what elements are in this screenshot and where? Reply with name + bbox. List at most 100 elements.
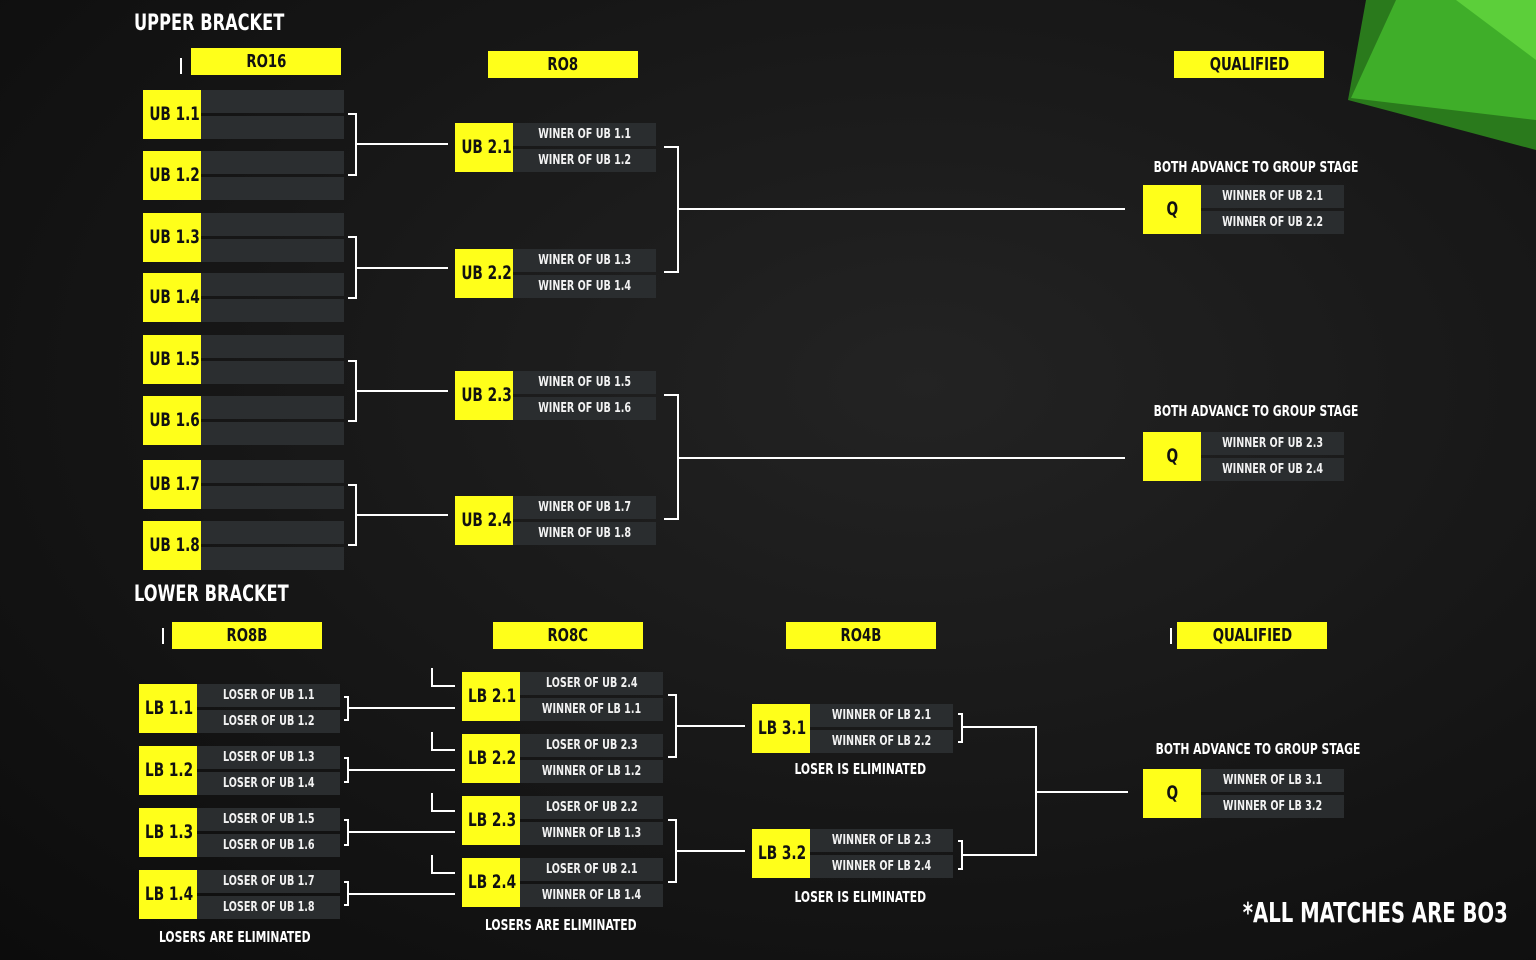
team-slot: [201, 422, 344, 445]
match-id: UB 1.4: [143, 273, 201, 322]
team-slot: WINNER OF LB 2.2: [810, 730, 953, 753]
team-slot: [201, 90, 344, 113]
footnote-bo3: *ALL MATCHES ARE BO3: [1242, 896, 1508, 929]
team-slot: [201, 396, 344, 419]
match-id: UB 1.8: [143, 521, 201, 570]
team-slot: WINNER OF LB 2.1: [810, 704, 953, 727]
team-slot: [201, 460, 344, 483]
header-ro4b: RO4B: [786, 622, 936, 649]
match-lb-2-3[interactable]: LB 2.3 LOSER OF UB 2.2 WINNER OF LB 1.3: [462, 796, 663, 845]
team-slot: WINER OF UB 1.8: [513, 522, 656, 545]
header-qualified-upper: QUALIFIED: [1174, 51, 1324, 78]
match-id: UB 2.4: [455, 496, 513, 545]
match-id: LB 3.2: [752, 829, 810, 878]
match-ub-1-3[interactable]: UB 1.3: [143, 213, 344, 262]
match-id: UB 1.5: [143, 335, 201, 384]
eliminated-caption: LOSERS ARE ELIMINATED: [484, 916, 637, 934]
team-slot: LOSER OF UB 1.6: [197, 834, 340, 857]
team-slot: WINNER OF UB 2.2: [1201, 211, 1344, 234]
match-id: UB 1.7: [143, 460, 201, 509]
match-lb-1-4[interactable]: LB 1.4 LOSER OF UB 1.7 LOSER OF UB 1.8: [139, 870, 340, 919]
match-id: UB 2.1: [455, 123, 513, 172]
upper-bracket-title: UPPER BRACKET: [134, 11, 285, 36]
match-id: UB 1.6: [143, 396, 201, 445]
header-ro16: RO16: [191, 48, 341, 75]
team-slot: LOSER OF UB 1.2: [197, 710, 340, 733]
match-id: UB 1.2: [143, 151, 201, 200]
team-slot: WINNER OF LB 3.2: [1201, 795, 1344, 818]
match-ub-1-5[interactable]: UB 1.5: [143, 335, 344, 384]
header-ro8: RO8: [488, 51, 638, 78]
qualified-ub-slot-2[interactable]: Q WINNER OF UB 2.3 WINNER OF UB 2.4: [1143, 432, 1344, 481]
match-id: LB 2.4: [462, 858, 520, 907]
team-slot: WINER OF UB 1.2: [513, 149, 656, 172]
match-ub-2-2[interactable]: UB 2.2 WINER OF UB 1.3 WINER OF UB 1.4: [455, 249, 656, 298]
team-slot: WINER OF UB 1.6: [513, 397, 656, 420]
match-id: LB 2.2: [462, 734, 520, 783]
match-id: LB 3.1: [752, 704, 810, 753]
qualified-caption: BOTH ADVANCE TO GROUP STAGE: [1153, 402, 1359, 420]
match-ub-1-1[interactable]: UB 1.1: [143, 90, 344, 139]
match-id: UB 1.1: [143, 90, 201, 139]
team-slot: LOSER OF UB 2.1: [520, 858, 663, 881]
eliminated-caption: LOSER IS ELIMINATED: [794, 888, 926, 906]
match-ub-1-4[interactable]: UB 1.4: [143, 273, 344, 322]
team-slot: LOSER OF UB 1.7: [197, 870, 340, 893]
match-ub-1-2[interactable]: UB 1.2: [143, 151, 344, 200]
team-slot: [201, 361, 344, 384]
team-slot: LOSER OF UB 1.1: [197, 684, 340, 707]
team-slot: WINNER OF LB 1.4: [520, 884, 663, 907]
match-lb-3-2[interactable]: LB 3.2 WINNER OF LB 2.3 WINNER OF LB 2.4: [752, 829, 953, 878]
match-ub-1-7[interactable]: UB 1.7: [143, 460, 344, 509]
match-id: Q: [1143, 432, 1201, 481]
team-slot: WINNER OF LB 1.3: [520, 822, 663, 845]
team-slot: [201, 116, 344, 139]
team-slot: WINER OF UB 1.4: [513, 275, 656, 298]
match-lb-1-2[interactable]: LB 1.2 LOSER OF UB 1.3 LOSER OF UB 1.4: [139, 746, 340, 795]
team-slot: WINER OF UB 1.1: [513, 123, 656, 146]
match-id: LB 1.3: [139, 808, 197, 857]
match-id: UB 2.2: [455, 249, 513, 298]
eliminated-caption: LOSERS ARE ELIMINATED: [158, 928, 311, 946]
team-slot: [201, 335, 344, 358]
team-slot: LOSER OF UB 2.4: [520, 672, 663, 695]
team-slot: LOSER OF UB 2.3: [520, 734, 663, 757]
eliminated-caption: LOSER IS ELIMINATED: [794, 760, 926, 778]
team-slot: [201, 299, 344, 322]
match-id: Q: [1143, 769, 1201, 818]
match-ub-2-4[interactable]: UB 2.4 WINER OF UB 1.7 WINER OF UB 1.8: [455, 496, 656, 545]
team-slot: [201, 177, 344, 200]
team-slot: WINNER OF LB 2.3: [810, 829, 953, 852]
match-lb-1-3[interactable]: LB 1.3 LOSER OF UB 1.5 LOSER OF UB 1.6: [139, 808, 340, 857]
match-id: LB 1.4: [139, 870, 197, 919]
qualified-lb-slot[interactable]: Q WINNER OF LB 3.1 WINNER OF LB 3.2: [1143, 769, 1344, 818]
match-ub-1-8[interactable]: UB 1.8: [143, 521, 344, 570]
match-ub-2-3[interactable]: UB 2.3 WINER OF UB 1.5 WINER OF UB 1.6: [455, 371, 656, 420]
header-qualified-lower: QUALIFIED: [1177, 622, 1327, 649]
team-slot: [201, 521, 344, 544]
green-corner-decoration: [1348, 0, 1536, 150]
team-slot: LOSER OF UB 2.2: [520, 796, 663, 819]
match-id: LB 1.2: [139, 746, 197, 795]
match-lb-2-1[interactable]: LB 2.1 LOSER OF UB 2.4 WINNER OF LB 1.1: [462, 672, 663, 721]
qualified-ub-slot-1[interactable]: Q WINNER OF UB 2.1 WINNER OF UB 2.2: [1143, 185, 1344, 234]
match-id: Q: [1143, 185, 1201, 234]
match-id: UB 1.3: [143, 213, 201, 262]
team-slot: LOSER OF UB 1.3: [197, 746, 340, 769]
team-slot: WINNER OF UB 2.3: [1201, 432, 1344, 455]
match-ub-1-6[interactable]: UB 1.6: [143, 396, 344, 445]
team-slot: WINNER OF LB 1.1: [520, 698, 663, 721]
qualified-caption: BOTH ADVANCE TO GROUP STAGE: [1155, 740, 1361, 758]
match-lb-2-2[interactable]: LB 2.2 LOSER OF UB 2.3 WINNER OF LB 1.2: [462, 734, 663, 783]
team-slot: [201, 151, 344, 174]
match-ub-2-1[interactable]: UB 2.1 WINER OF UB 1.1 WINER OF UB 1.2: [455, 123, 656, 172]
team-slot: [201, 239, 344, 262]
match-lb-1-1[interactable]: LB 1.1 LOSER OF UB 1.1 LOSER OF UB 1.2: [139, 684, 340, 733]
team-slot: LOSER OF UB 1.8: [197, 896, 340, 919]
team-slot: [201, 273, 344, 296]
match-lb-2-4[interactable]: LB 2.4 LOSER OF UB 2.1 WINNER OF LB 1.4: [462, 858, 663, 907]
team-slot: [201, 213, 344, 236]
match-lb-3-1[interactable]: LB 3.1 WINNER OF LB 2.1 WINNER OF LB 2.2: [752, 704, 953, 753]
match-id: UB 2.3: [455, 371, 513, 420]
team-slot: LOSER OF UB 1.5: [197, 808, 340, 831]
